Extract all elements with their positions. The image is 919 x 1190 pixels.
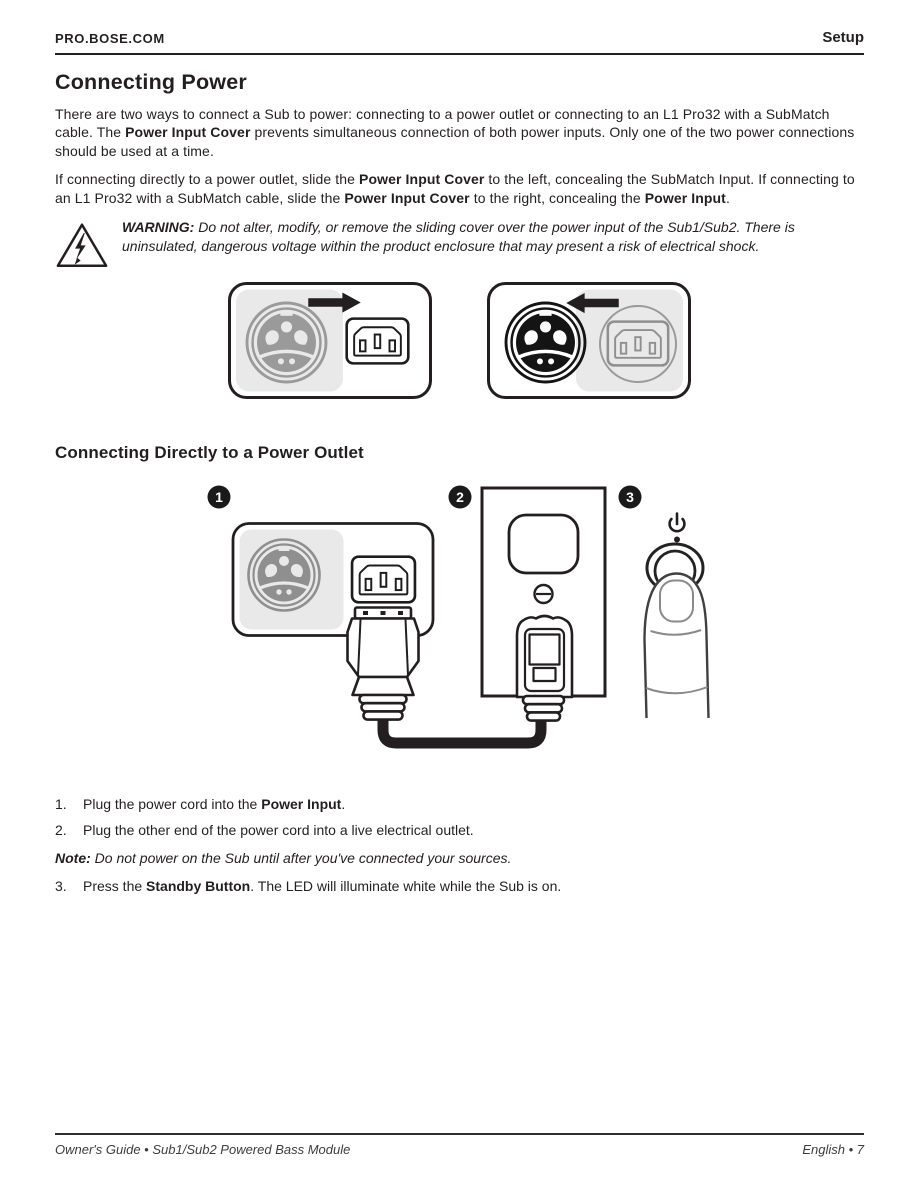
header-section-label: Setup <box>822 29 864 46</box>
cover-positions-figure <box>55 282 864 400</box>
footer-page-number: English • 7 <box>802 1142 864 1157</box>
warning-text: WARNING: Do not alter, modify, or remove… <box>122 219 795 254</box>
power-input-concealed-icon <box>606 320 670 367</box>
power-connection-figure: 1 <box>207 485 710 749</box>
step-text: Plug the power cord into the Power Input… <box>83 796 346 813</box>
svg-text:3: 3 <box>626 489 634 505</box>
intro-paragraph: There are two ways to connect a Sub to p… <box>55 106 855 159</box>
power-cord-connector <box>345 606 420 721</box>
svg-text:1: 1 <box>215 489 223 505</box>
step-number: 2. <box>55 821 67 838</box>
note-text: Note: Do not power on the Sub until afte… <box>55 850 512 867</box>
outlet-socket <box>507 513 579 575</box>
step-text: Press the Standby Button. The LED will i… <box>83 877 562 894</box>
finger-graphic <box>642 572 710 719</box>
cover-concealing-power-input-diagram <box>487 282 691 400</box>
slide-instructions-paragraph: If connecting directly to a power outlet… <box>55 171 855 206</box>
warning-block: WARNING: Do not alter, modify, or remove… <box>55 218 864 270</box>
page-header: PRO.BOSE.COM Setup <box>55 29 864 55</box>
step-badge-2: 2 <box>448 485 471 509</box>
power-input-icon <box>345 317 410 365</box>
cover-concealing-submatch-diagram <box>228 282 432 400</box>
page-footer: Owner's Guide • Sub1/Sub2 Powered Bass M… <box>55 1133 864 1157</box>
power-cord <box>377 716 546 749</box>
step-number: 1. <box>55 796 67 813</box>
header-site-label: PRO.BOSE.COM <box>55 31 165 46</box>
page-title: Connecting Power <box>55 70 247 94</box>
step-text: Plug the other end of the power cord int… <box>83 821 474 838</box>
electric-shock-warning-icon <box>56 223 108 268</box>
power-plug <box>515 614 573 722</box>
step-badge-1: 1 <box>207 485 230 509</box>
footer-doc-title: Owner's Guide • Sub1/Sub2 Powered Bass M… <box>55 1142 351 1157</box>
steps-list: 1. Plug the power cord into the Power In… <box>55 795 864 895</box>
submatch-input-icon <box>504 301 587 384</box>
section-title: Connecting Directly to a Power Outlet <box>55 443 364 463</box>
step-number: 3. <box>55 877 67 894</box>
standby-led <box>673 536 680 543</box>
power-symbol-icon <box>667 517 686 533</box>
svg-text:2: 2 <box>456 489 464 505</box>
step-3: 3. Press the Standby Button. The LED wil… <box>55 877 864 896</box>
submatch-input-concealed-icon <box>245 301 328 384</box>
fingernail <box>658 579 694 623</box>
submatch-input-concealed-icon <box>246 537 321 613</box>
step-1: 1. Plug the power cord into the Power In… <box>55 795 864 814</box>
power-input-icon <box>350 555 416 604</box>
step-2: 2. Plug the other end of the power cord … <box>55 821 864 840</box>
step-badge-3: 3 <box>618 485 641 509</box>
